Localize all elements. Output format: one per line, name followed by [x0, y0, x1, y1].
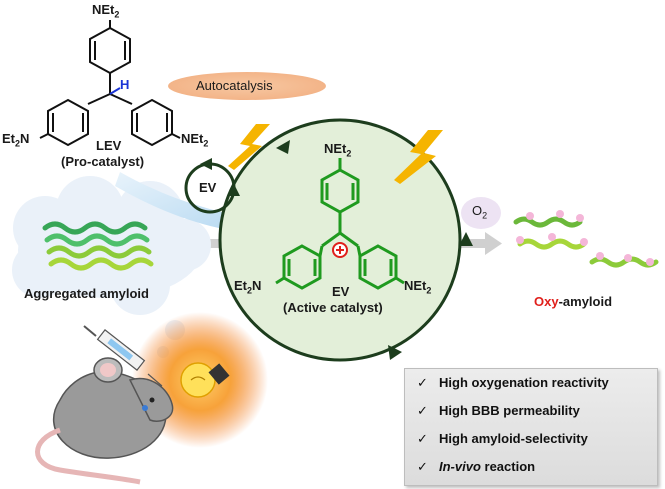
- net2-label-right: NEt2: [181, 131, 209, 149]
- lightning-right: [394, 130, 443, 184]
- ev-et2n-left: Et2N: [234, 278, 262, 296]
- hydrogen-label: H: [120, 77, 130, 92]
- autocatalysis-pill: [168, 72, 326, 100]
- ev-small-label: EV: [199, 180, 217, 195]
- checklist-item: ✓High amyloid-selectivity: [417, 431, 588, 446]
- mouse-illustration: [35, 357, 174, 485]
- ev-net2-top: NEt2: [324, 141, 352, 159]
- oxy-amyloid-label: Oxy-amyloid: [534, 294, 613, 309]
- syringe-icon: [83, 325, 163, 387]
- checklist-item: ✓High oxygenation reactivity: [417, 375, 609, 390]
- thought-cloud: [12, 176, 211, 358]
- lightning-left: [228, 124, 270, 170]
- o2-label: O2: [472, 203, 488, 221]
- checklist-item: ✓High BBB permeability: [417, 403, 580, 418]
- light-bulb-icon: [180, 362, 230, 398]
- check-icon: ✓: [417, 431, 428, 446]
- check-icon: ✓: [417, 375, 428, 390]
- check-icon: ✓: [417, 459, 428, 474]
- active-catalyst-label: (Active catalyst): [283, 300, 383, 315]
- checklist-item: ✓In-vivo reaction: [417, 459, 536, 474]
- autocatalysis-label: Autocatalysis: [196, 78, 273, 93]
- feature-checklist: ✓High oxygenation reactivity ✓High BBB p…: [404, 368, 658, 486]
- check-icon: ✓: [417, 403, 428, 418]
- positive-charge-icon: [332, 242, 348, 258]
- lev-structure: [39, 20, 181, 147]
- ev-net2-right: NEt2: [404, 278, 432, 296]
- net2-label-top: NEt2: [92, 2, 120, 20]
- oxy-amyloid-fibrils: [513, 210, 659, 268]
- pro-catalyst-label: (Pro-catalyst): [61, 154, 145, 169]
- o2-bubble: [461, 197, 501, 229]
- ev-main-label: EV: [332, 284, 350, 299]
- amyloid-fibrils: [42, 221, 154, 271]
- ev-structure: [275, 158, 405, 290]
- et2n-label-left: Et2N: [2, 131, 30, 149]
- ev-cycle: [184, 158, 240, 214]
- lev-label: LEV: [96, 138, 122, 153]
- aggregated-amyloid-label: Aggregated amyloid: [24, 286, 149, 301]
